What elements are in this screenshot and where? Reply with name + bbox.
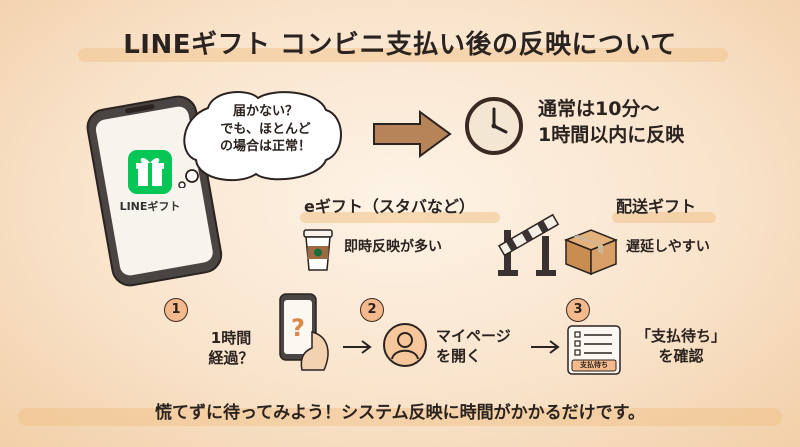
arrow-right-icon	[343, 340, 372, 354]
delivery-highlight	[612, 212, 716, 223]
bubble-line-3: の場合は正常！	[219, 139, 311, 155]
step-2-line-2: を開く	[436, 347, 482, 366]
barrier-icon	[498, 213, 560, 276]
egift-note: 即時反映が多い	[344, 239, 442, 255]
title-highlight	[78, 48, 728, 62]
thought-bubble	[178, 91, 342, 188]
step-1-line-2: 経過？	[208, 349, 254, 368]
box-icon	[563, 229, 619, 276]
app-label: LINEギフト	[119, 200, 181, 213]
delivery-note: 遅延しやすい	[626, 239, 710, 255]
step-1-line-1: 1時間	[210, 329, 252, 347]
page-title: LINEギフト コンビニ支払い後の反映について	[123, 30, 677, 60]
checklist-icon	[567, 325, 621, 375]
bubble-line-1: 届かない？	[232, 104, 298, 119]
timing-line-1: 通常は10分〜	[538, 98, 660, 120]
footer-message: 慌てずに待ってみよう！システム反映に時間がかかるだけです。	[155, 403, 645, 423]
step-2-number: 2	[360, 298, 384, 322]
svg-text:?: ?	[291, 314, 305, 342]
egift-heading: eギフト（スタバなど）	[304, 197, 475, 216]
step-3-number: 3	[566, 298, 590, 322]
arrow-right-icon	[373, 110, 452, 158]
delivery-heading: 配送ギフト	[616, 197, 697, 216]
clock-icon	[465, 97, 523, 155]
step-3-line-1: 「支払待ち」	[635, 327, 726, 345]
coffee-cup-icon	[303, 229, 333, 271]
egift-highlight	[300, 212, 500, 223]
bubble-line-2: でも、ほとんど	[220, 121, 311, 137]
step-1-number: 1	[164, 298, 188, 322]
user-icon	[383, 323, 427, 367]
gift-icon	[128, 150, 172, 194]
step-3-tag: 支払待ち	[580, 361, 608, 369]
step-3-line-2: を確認	[658, 347, 704, 366]
arrow-right-icon	[531, 340, 560, 354]
step-2-line-1: マイページ	[436, 327, 511, 345]
timing-line-2: 1時間以内に反映	[538, 123, 685, 146]
footer-highlight	[18, 408, 782, 426]
question-phone-icon: ?	[279, 293, 329, 371]
